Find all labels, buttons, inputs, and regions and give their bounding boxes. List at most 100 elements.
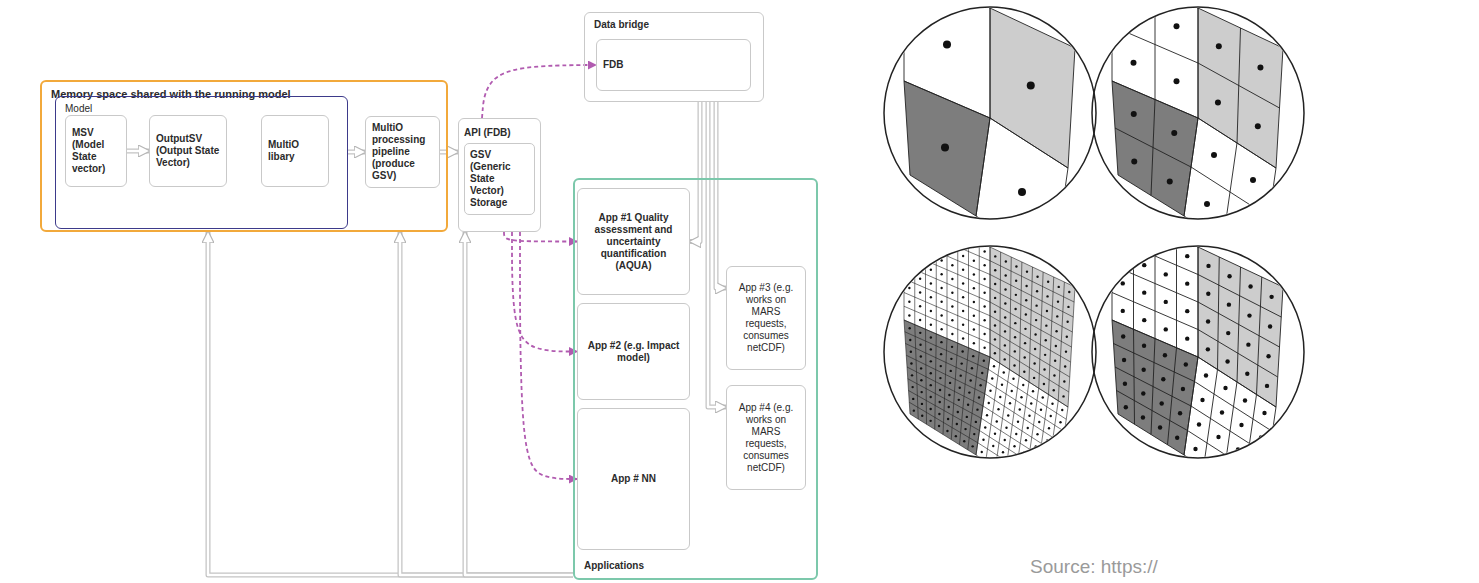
grid-point <box>1004 274 1006 276</box>
grid-point <box>983 319 985 321</box>
grid-point <box>1010 470 1012 472</box>
grid-point <box>991 377 993 379</box>
grid-point <box>1206 319 1210 323</box>
grid-point <box>1124 405 1128 409</box>
sphere-outline <box>884 246 1096 458</box>
grid-point <box>1243 226 1249 232</box>
grid-point <box>947 418 949 420</box>
grid-point <box>919 223 921 225</box>
grid-point <box>1159 401 1163 405</box>
grid-point <box>1054 458 1056 460</box>
grid-point <box>973 314 975 316</box>
grid-line <box>1237 267 1241 382</box>
grid-point <box>1027 82 1035 90</box>
grid-point <box>1043 368 1045 370</box>
grid-point <box>940 287 942 289</box>
grid-point <box>941 144 949 152</box>
grid-line <box>904 210 905 320</box>
source-caption: Source: https:// <box>1030 556 1158 578</box>
grid-point <box>919 264 921 266</box>
grid-point <box>1200 398 1204 402</box>
grid-point <box>1206 292 1210 296</box>
grid-line <box>1112 0 1198 8</box>
grid-point <box>1055 345 1057 347</box>
grid-point <box>1215 99 1221 105</box>
grid-point <box>1064 365 1066 367</box>
grid-line <box>909 402 978 443</box>
data-bridge-group: Data bridgeFDB <box>584 12 764 102</box>
grid-point <box>955 435 957 437</box>
grid-point <box>1243 398 1247 402</box>
grid-point <box>1211 152 1217 158</box>
group-heading: Data bridge <box>594 19 754 31</box>
grid-point <box>973 328 975 330</box>
grid-point <box>940 341 942 343</box>
grid-line <box>1243 395 1257 493</box>
grid-point <box>1213 459 1217 463</box>
grid-point <box>973 287 975 289</box>
grid-point <box>1184 362 1188 366</box>
grid-point <box>1036 276 1038 278</box>
grid-point <box>1012 457 1014 459</box>
grid-point <box>1181 387 1185 391</box>
grid-point <box>973 301 975 303</box>
grid-line <box>1112 210 1198 247</box>
grid-point <box>1246 342 1250 346</box>
grid-point <box>1044 354 1046 356</box>
grid-point <box>1204 201 1210 207</box>
grid-point <box>962 255 964 257</box>
grid-point <box>1017 421 1019 423</box>
application-box: App #2 (e.g. Impact model) <box>577 303 690 400</box>
grid-point <box>972 355 974 357</box>
grid-point <box>930 310 932 312</box>
grid-line <box>978 443 1056 493</box>
data-request-arrow <box>504 232 577 242</box>
grid-point <box>930 241 932 243</box>
box-label: App # NN <box>584 473 683 485</box>
grid-point <box>910 362 912 364</box>
dashed-connector <box>482 65 596 118</box>
grid-point <box>962 324 964 326</box>
sphere <box>1092 7 1304 219</box>
grid-line <box>910 175 976 216</box>
grid-line <box>1068 48 1075 168</box>
process-box: MultiO processing pipeline (produce GSV) <box>365 116 440 188</box>
connector-core <box>400 241 573 575</box>
grid-point <box>1171 130 1177 136</box>
grid-line <box>981 418 1059 468</box>
grid-point <box>1036 290 1038 292</box>
grid-line <box>990 247 1075 287</box>
grid-point <box>940 259 942 261</box>
grid-line <box>1133 219 1134 329</box>
grid-point <box>1047 281 1049 283</box>
grid-line <box>1058 282 1064 401</box>
grid-point <box>951 236 953 238</box>
grid-point <box>1121 226 1125 230</box>
connector-outline <box>708 102 726 407</box>
grid-line <box>1039 272 1043 388</box>
grid-point <box>994 269 996 271</box>
grid-point <box>948 394 950 396</box>
grid-point <box>1015 433 1017 435</box>
grid-point <box>1232 472 1236 476</box>
grid-point <box>996 420 998 422</box>
sphere-outlines <box>884 7 1304 458</box>
grid-point <box>919 305 921 307</box>
application-box: App # NN <box>577 408 690 550</box>
grid-line <box>1257 277 1262 395</box>
box-label: App #4 (e.g. works on MARS requests, con… <box>733 402 799 474</box>
grid-line <box>1184 455 1262 505</box>
grid-point <box>988 402 990 404</box>
grid-point <box>1068 291 1070 293</box>
grid-point <box>1059 421 1061 423</box>
box-label: App #1 Quality assessment and uncertaint… <box>584 212 683 272</box>
grid-line <box>904 81 910 175</box>
grid-point <box>1001 384 1003 386</box>
box-label: GSV (Generic State Vector) Storage <box>464 143 535 215</box>
dashed-connector <box>504 232 577 242</box>
grid-point <box>1051 482 1053 484</box>
data-flow-arrow <box>465 232 573 575</box>
grid-point <box>1142 290 1146 294</box>
grid-point <box>1255 460 1259 464</box>
grid-line <box>976 118 990 216</box>
